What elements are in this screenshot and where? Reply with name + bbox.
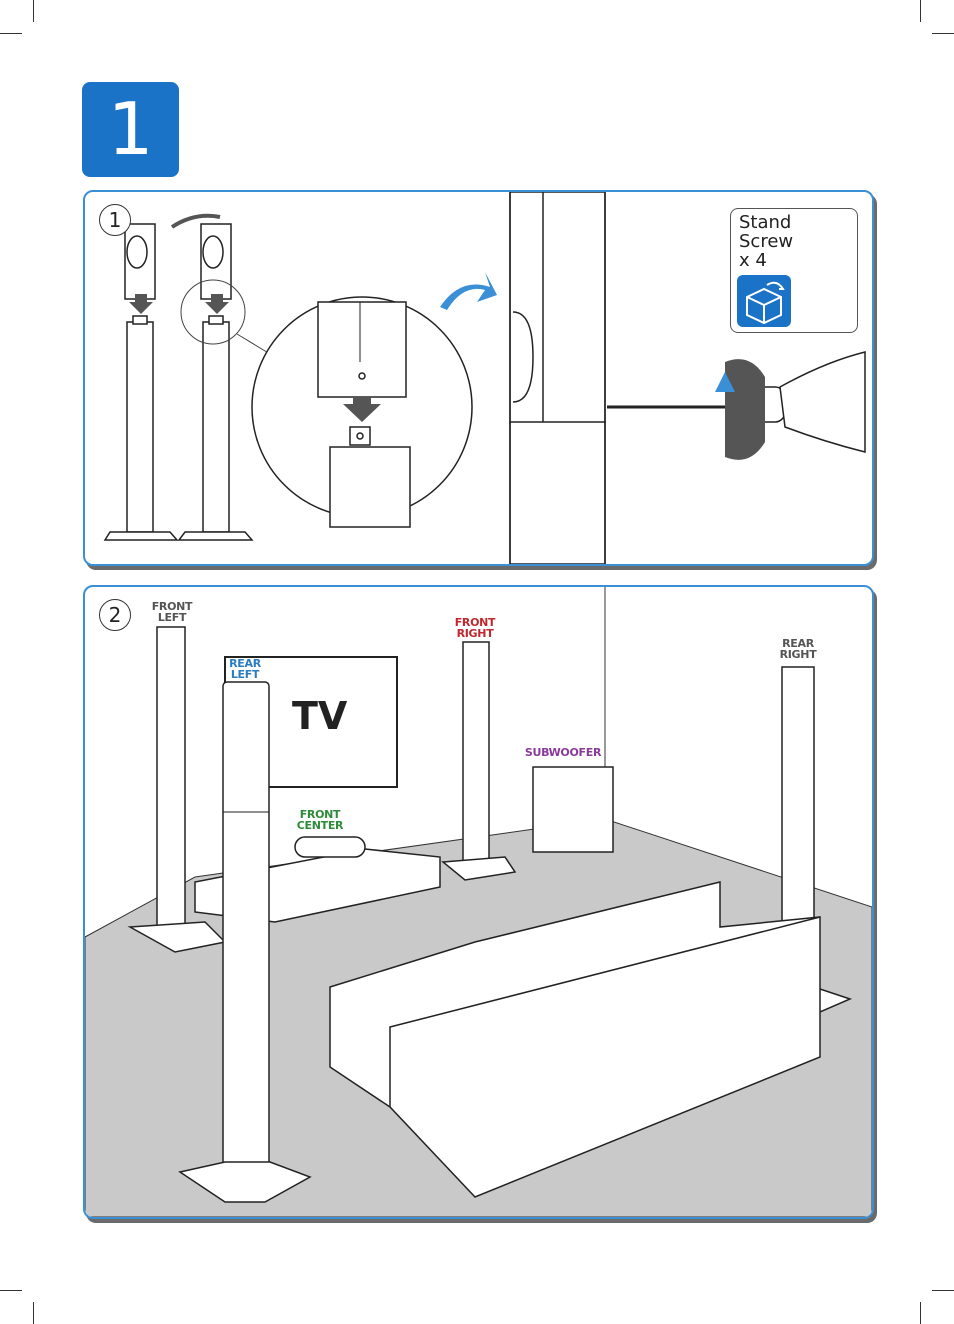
rotate-arrow-icon xyxy=(725,359,765,460)
stand-pole xyxy=(126,321,154,533)
speaker-label-front-left: FRONT LEFT xyxy=(151,600,193,624)
direction-arrow-icon xyxy=(440,272,497,310)
speaker-label-rear-right: REAR RIGHT xyxy=(779,637,817,661)
step-number-badge: 1 xyxy=(82,82,179,177)
center-speaker xyxy=(294,836,366,858)
crop-mark xyxy=(920,1302,921,1324)
room-layout-illustration xyxy=(85,587,872,1217)
stand-screw-callout: Stand Screw x 4 xyxy=(730,208,858,333)
front-right-speaker xyxy=(462,641,490,863)
stand-base xyxy=(103,531,179,541)
crop-mark xyxy=(932,33,954,34)
crop-mark xyxy=(0,33,22,34)
crop-mark xyxy=(33,1302,34,1324)
front-left-speaker xyxy=(156,626,186,928)
speaker-label-subwoofer: SUBWOOFER xyxy=(524,746,602,759)
crop-mark xyxy=(0,1290,22,1291)
substep-number: 1 xyxy=(99,204,131,236)
tv-label: TV xyxy=(292,694,348,738)
stand-base xyxy=(177,531,254,541)
substep-number: 2 xyxy=(99,599,131,631)
box-icon xyxy=(737,275,791,327)
speaker-label-front-center: FRONT CENTER xyxy=(296,808,344,832)
rear-left-speaker xyxy=(222,681,270,1183)
speaker-label-rear-left: REAR LEFT xyxy=(229,657,261,681)
stand-assembly-illustration xyxy=(103,192,866,564)
speaker-label-front-right: FRONT RIGHT xyxy=(454,616,496,640)
subwoofer-box xyxy=(532,766,614,853)
callout-text: Stand Screw x 4 xyxy=(739,212,794,271)
sofa xyxy=(329,881,821,1198)
crop-mark xyxy=(33,0,34,22)
stand-pole xyxy=(202,321,230,533)
crop-mark xyxy=(920,0,921,22)
speaker-placement-panel: 2 xyxy=(83,585,874,1219)
crop-mark xyxy=(932,1290,954,1291)
